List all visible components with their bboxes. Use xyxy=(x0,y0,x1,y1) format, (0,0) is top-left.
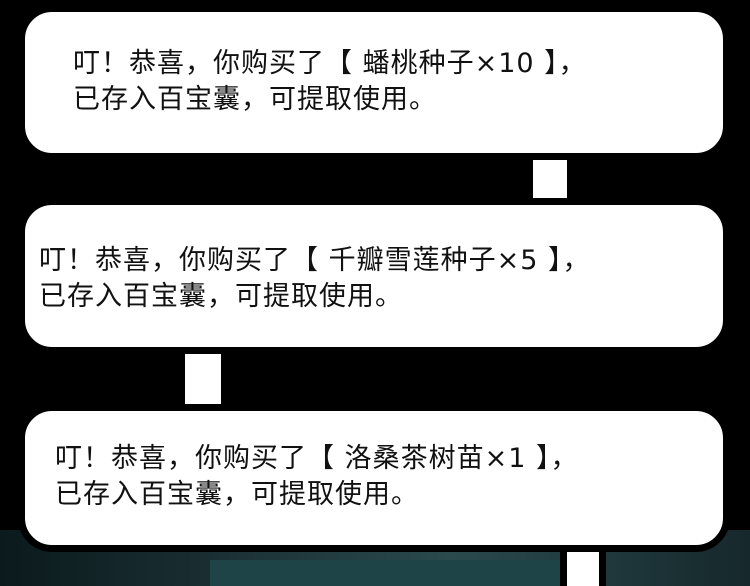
notification-line: 已存入百宝囊，可提取使用。 xyxy=(55,479,419,510)
notification-line: 已存入百宝囊，可提取使用。 xyxy=(73,84,437,115)
notification-text: 叮！恭喜，你购买了【 洛桑茶树苗×1 】， 已存入百宝囊，可提取使用。 xyxy=(55,441,578,513)
notification-text: 叮！恭喜，你购买了【 千瓣雪莲种子×5 】， 已存入百宝囊，可提取使用。 xyxy=(39,243,590,315)
background-window xyxy=(210,560,590,586)
notification-bubble: 叮！恭喜，你购买了【 蟠桃种子×10 】， 已存入百宝囊，可提取使用。 xyxy=(18,5,730,160)
notification-line: 叮！恭喜，你购买了【 蟠桃种子×10 】， xyxy=(73,48,587,79)
notification-line: 叮！恭喜，你购买了【 千瓣雪莲种子×5 】， xyxy=(39,245,591,276)
notification-bubble: 叮！恭喜，你购买了【 千瓣雪莲种子×5 】， 已存入百宝囊，可提取使用。 xyxy=(18,198,730,354)
notification-line: 已存入百宝囊，可提取使用。 xyxy=(39,281,403,312)
notification-bubble: 叮！恭喜，你购买了【 洛桑茶树苗×1 】， 已存入百宝囊，可提取使用。 xyxy=(18,404,730,552)
notification-line: 叮！恭喜，你购买了【 洛桑茶树苗×1 】， xyxy=(55,443,579,474)
notification-text: 叮！恭喜，你购买了【 蟠桃种子×10 】， 已存入百宝囊，可提取使用。 xyxy=(73,46,587,118)
bubble-connector xyxy=(178,345,228,415)
